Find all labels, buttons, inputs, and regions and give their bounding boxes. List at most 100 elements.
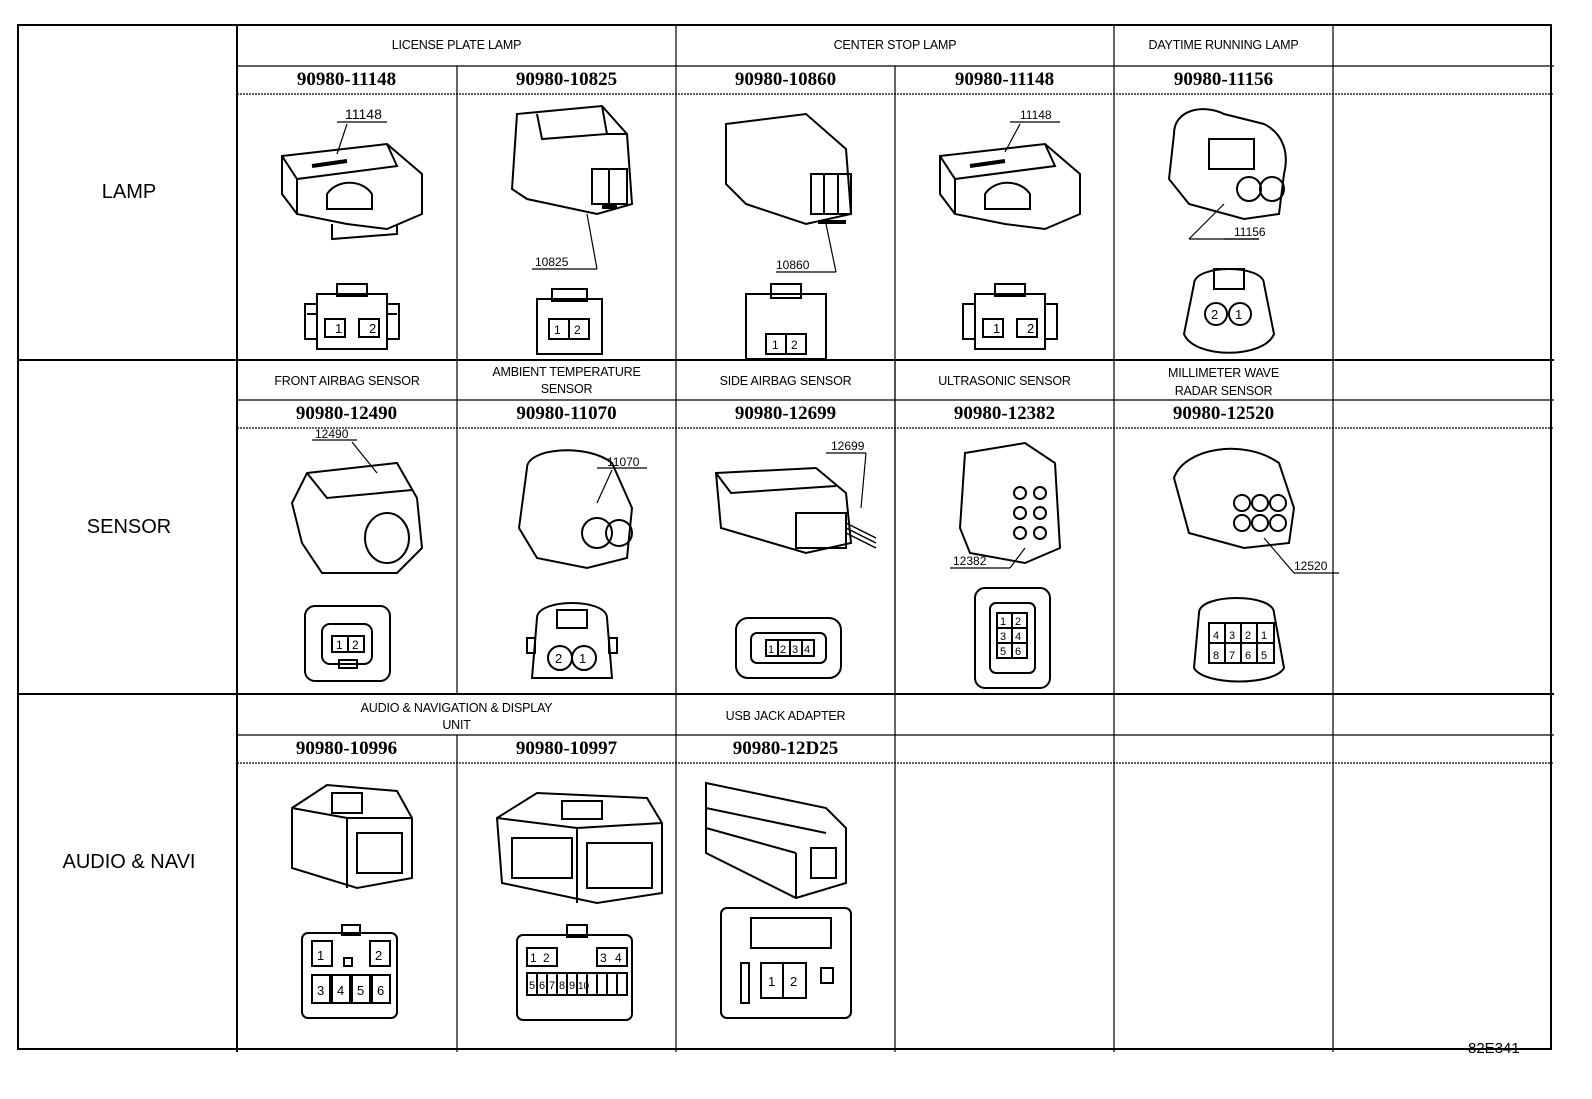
- title-ultrasonic-sensor: ULTRASONIC SENSOR: [938, 374, 1071, 388]
- pin-3: 3: [792, 644, 798, 656]
- pin-1: 1: [993, 321, 1000, 336]
- pin-2: 2: [543, 951, 550, 965]
- pin-1: 1: [335, 321, 342, 336]
- pin-3: 3: [600, 951, 607, 965]
- connector-drawing-12d25: 1 2: [705, 781, 852, 1019]
- callout-label: 12520: [1294, 559, 1328, 573]
- title-audio-navigation-display: AUDIO & NAVIGATION & DISPLAY: [360, 701, 553, 715]
- pin-1: 1: [1261, 630, 1267, 642]
- pin-2: 2: [1027, 321, 1034, 336]
- category-audio-navi: AUDIO & NAVI: [62, 851, 196, 873]
- callout-label: 11148: [1020, 108, 1052, 122]
- title-daytime-running-lamp: DAYTIME RUNNING LAMP: [1148, 38, 1299, 52]
- pin-2: 2: [780, 644, 786, 656]
- title-radar-sensor: RADAR SENSOR: [1174, 384, 1273, 398]
- pin-2: 2: [375, 948, 382, 963]
- callout-label: 12382: [953, 554, 987, 568]
- pin-5: 5: [1261, 650, 1267, 662]
- title-usb-jack-adapter: USB JACK ADAPTER: [725, 709, 846, 723]
- part-number: 90980-12490: [295, 403, 398, 424]
- pin-6: 6: [539, 980, 545, 992]
- connector-drawing-11070: 11070 2 1: [517, 449, 647, 679]
- pin-1: 1: [336, 638, 343, 652]
- title-millimeter-wave: MILLIMETER WAVE: [1168, 366, 1279, 380]
- part-number: 90980-12520: [1172, 403, 1275, 424]
- connector-drawing-12382: 12382 1 2 3 4 5 6: [950, 441, 1062, 689]
- pin-8: 8: [559, 980, 565, 992]
- title-center-stop-lamp: CENTER STOP LAMP: [833, 38, 957, 52]
- connector-drawing-11148: 11148 1 2: [281, 106, 423, 350]
- part-number: 90980-11156: [1173, 69, 1274, 90]
- pin-1: 1: [317, 948, 324, 963]
- category-sensor: SENSOR: [86, 516, 172, 538]
- pin-9: 9: [569, 980, 575, 992]
- pin-2: 2: [352, 638, 359, 652]
- title-side-airbag-sensor: SIDE AIRBAG SENSOR: [719, 374, 852, 388]
- pin-4: 4: [804, 644, 810, 656]
- pin-2: 2: [1245, 630, 1251, 642]
- pin-5: 5: [357, 983, 364, 998]
- pin-6: 6: [1245, 650, 1251, 662]
- connector-drawing-10997: 1 2 3 4 5 6 7 8 9 10: [495, 791, 663, 1021]
- connector-drawing-10825: 10825 1 2: [510, 104, 634, 355]
- part-number: 90980-12699: [734, 403, 837, 424]
- part-number: 90980-10997: [515, 738, 618, 759]
- pin-1: 1: [554, 323, 561, 337]
- title-ambient-temperature: AMBIENT TEMPERATURE: [492, 365, 641, 379]
- pin-1: 1: [768, 644, 774, 656]
- title-front-airbag-sensor: FRONT AIRBAG SENSOR: [274, 374, 420, 388]
- part-number: 90980-11148: [954, 69, 1055, 90]
- pin-5: 5: [529, 980, 535, 992]
- pin-1: 1: [772, 338, 779, 352]
- connector-drawing-11148-b: 11148 1 2: [939, 108, 1081, 350]
- callout-label: 11070: [607, 455, 640, 469]
- pin-7: 7: [549, 980, 555, 992]
- grid-lines: [19, 26, 1554, 1052]
- part-number: 90980-12D25: [732, 738, 839, 759]
- connector-drawing-12699: 12699 1 2 3 4: [714, 439, 877, 679]
- pin-3: 3: [1000, 631, 1006, 643]
- part-number: 90980-11148: [296, 69, 397, 90]
- callout-label: 10860: [776, 258, 810, 272]
- pin-6: 6: [1015, 646, 1021, 658]
- part-number: 90980-10996: [295, 738, 398, 759]
- pin-4: 4: [1213, 630, 1219, 642]
- connector-drawing-10860: 10860 1 2: [725, 112, 853, 360]
- pin-1: 1: [1000, 616, 1006, 628]
- connector-chart: LAMP SENSOR AUDIO & NAVI LICENSE PLATE L…: [17, 24, 1554, 1052]
- title-license-plate-lamp: LICENSE PLATE LAMP: [391, 38, 522, 52]
- part-number: 90980-10825: [515, 69, 618, 90]
- callout-label: 12490: [315, 427, 349, 441]
- pin-1: 1: [1235, 307, 1242, 322]
- pin-3: 3: [317, 983, 324, 998]
- pin-2: 2: [790, 974, 797, 989]
- part-number: 90980-12382: [953, 403, 1056, 424]
- callout-label: 11148: [345, 106, 382, 122]
- pin-7: 7: [1229, 650, 1235, 662]
- connector-drawing-11156: 11156 2 1: [1167, 108, 1287, 354]
- pin-2: 2: [791, 338, 798, 352]
- title-unit: UNIT: [442, 718, 471, 732]
- pin-2: 2: [555, 651, 562, 666]
- pin-2: 2: [369, 321, 376, 336]
- part-number: 90980-10860: [734, 69, 837, 90]
- pin-4: 4: [1015, 631, 1021, 643]
- part-number: 90980-11070: [516, 403, 617, 424]
- pin-5: 5: [1000, 646, 1006, 658]
- pin-1: 1: [530, 951, 537, 965]
- category-lamp: LAMP: [101, 181, 157, 203]
- pin-2: 2: [1015, 616, 1021, 628]
- figure-id: 82E341: [1468, 1040, 1520, 1057]
- pin-3: 3: [1229, 630, 1235, 642]
- connector-drawing-12520: 12520 4 3 2 1 8 7 6 5: [1172, 447, 1339, 683]
- pin-2: 2: [574, 323, 581, 337]
- connector-drawing-12490: 12490 1 2: [290, 427, 424, 682]
- title-sensor: SENSOR: [540, 382, 593, 396]
- connector-drawing-10996: 1 2 3 4 5 6: [291, 783, 413, 1019]
- pin-4: 4: [337, 983, 344, 998]
- pin-8: 8: [1213, 650, 1219, 662]
- pin-10: 10: [578, 981, 590, 992]
- pin-1: 1: [579, 651, 586, 666]
- pin-4: 4: [615, 951, 622, 965]
- pin-2: 2: [1211, 307, 1218, 322]
